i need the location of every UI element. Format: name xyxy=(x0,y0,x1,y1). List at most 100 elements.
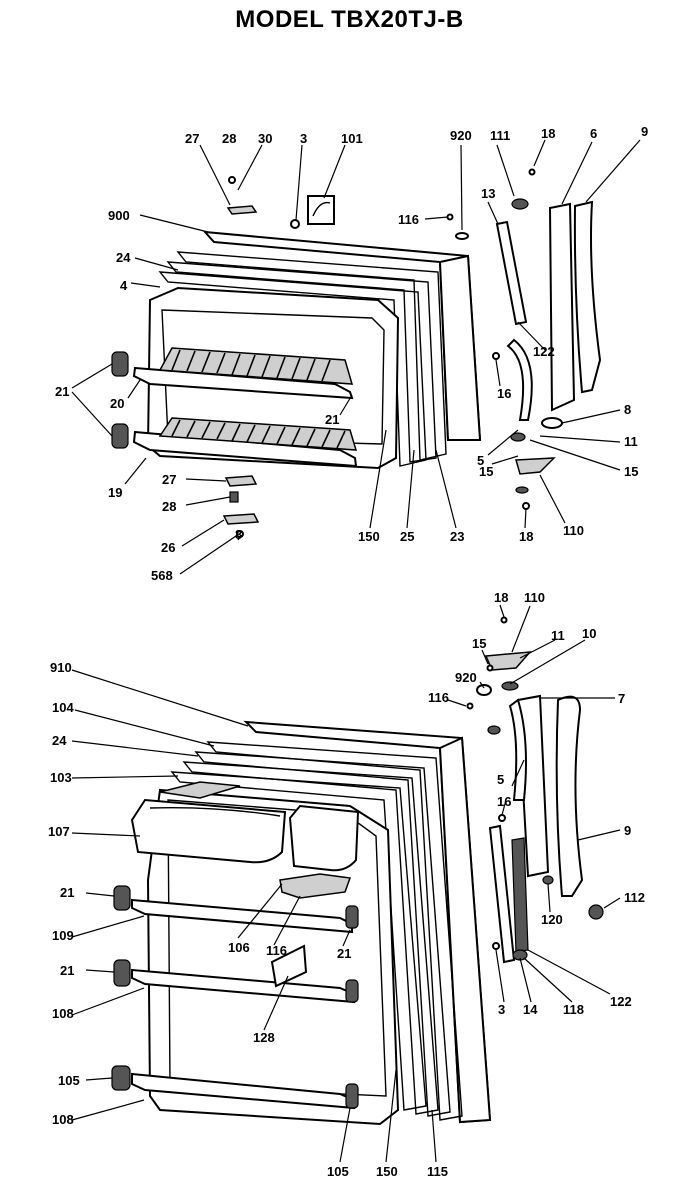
fresh-food-door-edge xyxy=(438,736,492,1124)
callout-label: 24 xyxy=(116,250,131,265)
callout-label: 15 xyxy=(472,636,486,651)
hinge-strip-14 xyxy=(511,837,529,953)
callout-label: 105 xyxy=(58,1073,80,1088)
callout-label: 568 xyxy=(151,568,173,583)
callout-label: 8 xyxy=(235,527,242,542)
callout-label: 122 xyxy=(533,344,555,359)
callout-label: 18 xyxy=(519,529,533,544)
callout-label: 7 xyxy=(618,691,625,706)
handle-trim-6 xyxy=(548,202,576,412)
dairy-lid xyxy=(159,781,241,799)
door-stop-plate xyxy=(307,195,335,225)
callout-label: 21 xyxy=(60,963,74,978)
callout-label: 21 xyxy=(337,946,351,961)
callout-label: 109 xyxy=(52,928,74,943)
callout-label: 15 xyxy=(624,464,638,479)
callout-label: 122 xyxy=(610,994,632,1009)
utility-tray xyxy=(279,873,352,899)
callout-label: 106 xyxy=(228,940,250,955)
callout-label: 3 xyxy=(300,131,307,146)
callout-label: 4 xyxy=(120,278,128,293)
trim-strip xyxy=(495,220,528,326)
callout-label: 30 xyxy=(258,131,272,146)
callout-label: 9 xyxy=(641,124,648,139)
freezer-shelf-upper xyxy=(132,366,354,400)
callout-label: 28 xyxy=(222,131,236,146)
callout-label: 5 xyxy=(497,772,504,787)
callout-label: 21 xyxy=(55,384,69,399)
callout-label: 116 xyxy=(266,943,287,958)
callout-label: 18 xyxy=(541,126,555,141)
callout-label: 101 xyxy=(341,131,363,146)
callout-label: 14 xyxy=(523,1002,538,1017)
dairy-door-right xyxy=(288,804,360,872)
center-bracket xyxy=(270,944,308,988)
callout-label: 108 xyxy=(52,1006,74,1021)
callout-label: 910 xyxy=(50,660,72,675)
callout-label: 150 xyxy=(358,529,380,544)
callout-label: 18 xyxy=(494,590,508,605)
callout-label: 28 xyxy=(162,499,176,514)
callout-label: 5 xyxy=(477,453,484,468)
callout-label: 10 xyxy=(582,626,596,641)
callout-label: 108 xyxy=(52,1112,74,1127)
callout-label: 116 xyxy=(428,690,449,705)
callout-label: 26 xyxy=(161,540,175,555)
callout-label: 920 xyxy=(450,128,472,143)
callout-label: 15 xyxy=(479,464,493,479)
callout-label: 16 xyxy=(497,794,511,809)
hinge-bracket xyxy=(226,205,258,215)
handle-cover-9-lower xyxy=(555,695,584,897)
callout-label: 120 xyxy=(541,912,563,927)
fresh-food-leader-lines xyxy=(71,604,621,1163)
diagram-title: MODEL TBX20TJ-B xyxy=(235,6,464,33)
callout-label: 13 xyxy=(481,186,495,201)
callout-label: 104 xyxy=(52,700,74,715)
callout-label: 21 xyxy=(325,412,339,427)
fresh-food-door-assembly xyxy=(111,616,604,1126)
callout-label: 116 xyxy=(398,212,419,227)
callout-label: 110 xyxy=(524,590,545,605)
callout-label: 110 xyxy=(563,523,584,538)
shelf-end-cap xyxy=(111,423,129,449)
callout-label: 6 xyxy=(590,126,597,141)
callout-label: 27 xyxy=(162,472,176,487)
callout-label: 115 xyxy=(427,1164,448,1179)
fresh-food-inner-liner xyxy=(146,788,400,1126)
callout-label: 900 xyxy=(108,208,130,223)
callout-label: 20 xyxy=(110,396,124,411)
callout-label: 112 xyxy=(624,890,645,905)
callout-label: 11 xyxy=(551,628,565,643)
leveling-foot xyxy=(588,904,604,920)
callout-label: 150 xyxy=(376,1164,398,1179)
callout-label: 24 xyxy=(52,733,67,748)
callout-label: 107 xyxy=(48,824,70,839)
freezer-door-handle xyxy=(506,338,533,421)
callout-label: 23 xyxy=(450,529,464,544)
callout-label: 128 xyxy=(253,1030,275,1045)
callout-label: 9 xyxy=(624,823,631,838)
freezer-leader-lines xyxy=(71,139,641,575)
freezer-door-assembly xyxy=(111,168,602,538)
callout-label: 103 xyxy=(50,770,72,785)
callout-label: 11 xyxy=(624,434,638,449)
callout-label: 19 xyxy=(108,485,122,500)
trim-strip-3 xyxy=(488,824,516,964)
callout-label: 920 xyxy=(455,670,477,685)
shelf-end-cap xyxy=(111,351,129,377)
callout-label: 27 xyxy=(185,131,199,146)
callout-label: 111 xyxy=(490,128,510,143)
fresh-food-callouts: 18 110 15 11 10 910 116 920 7 104 24 5 1… xyxy=(48,590,645,1179)
dairy-door-left xyxy=(130,798,287,864)
callout-label: 16 xyxy=(497,386,511,401)
callout-label: 105 xyxy=(327,1164,349,1179)
door-shelf-top xyxy=(131,898,353,934)
freezer-door-edge xyxy=(438,254,482,441)
callout-label: 8 xyxy=(624,402,631,417)
callout-label: 118 xyxy=(563,1002,584,1017)
freezer-shelf-lower xyxy=(132,430,358,468)
fresh-food-handle xyxy=(508,698,527,801)
callout-label: 25 xyxy=(400,529,414,544)
freezer-callouts: 27 28 30 3 101 920 111 18 6 9 900 116 13… xyxy=(55,124,648,583)
